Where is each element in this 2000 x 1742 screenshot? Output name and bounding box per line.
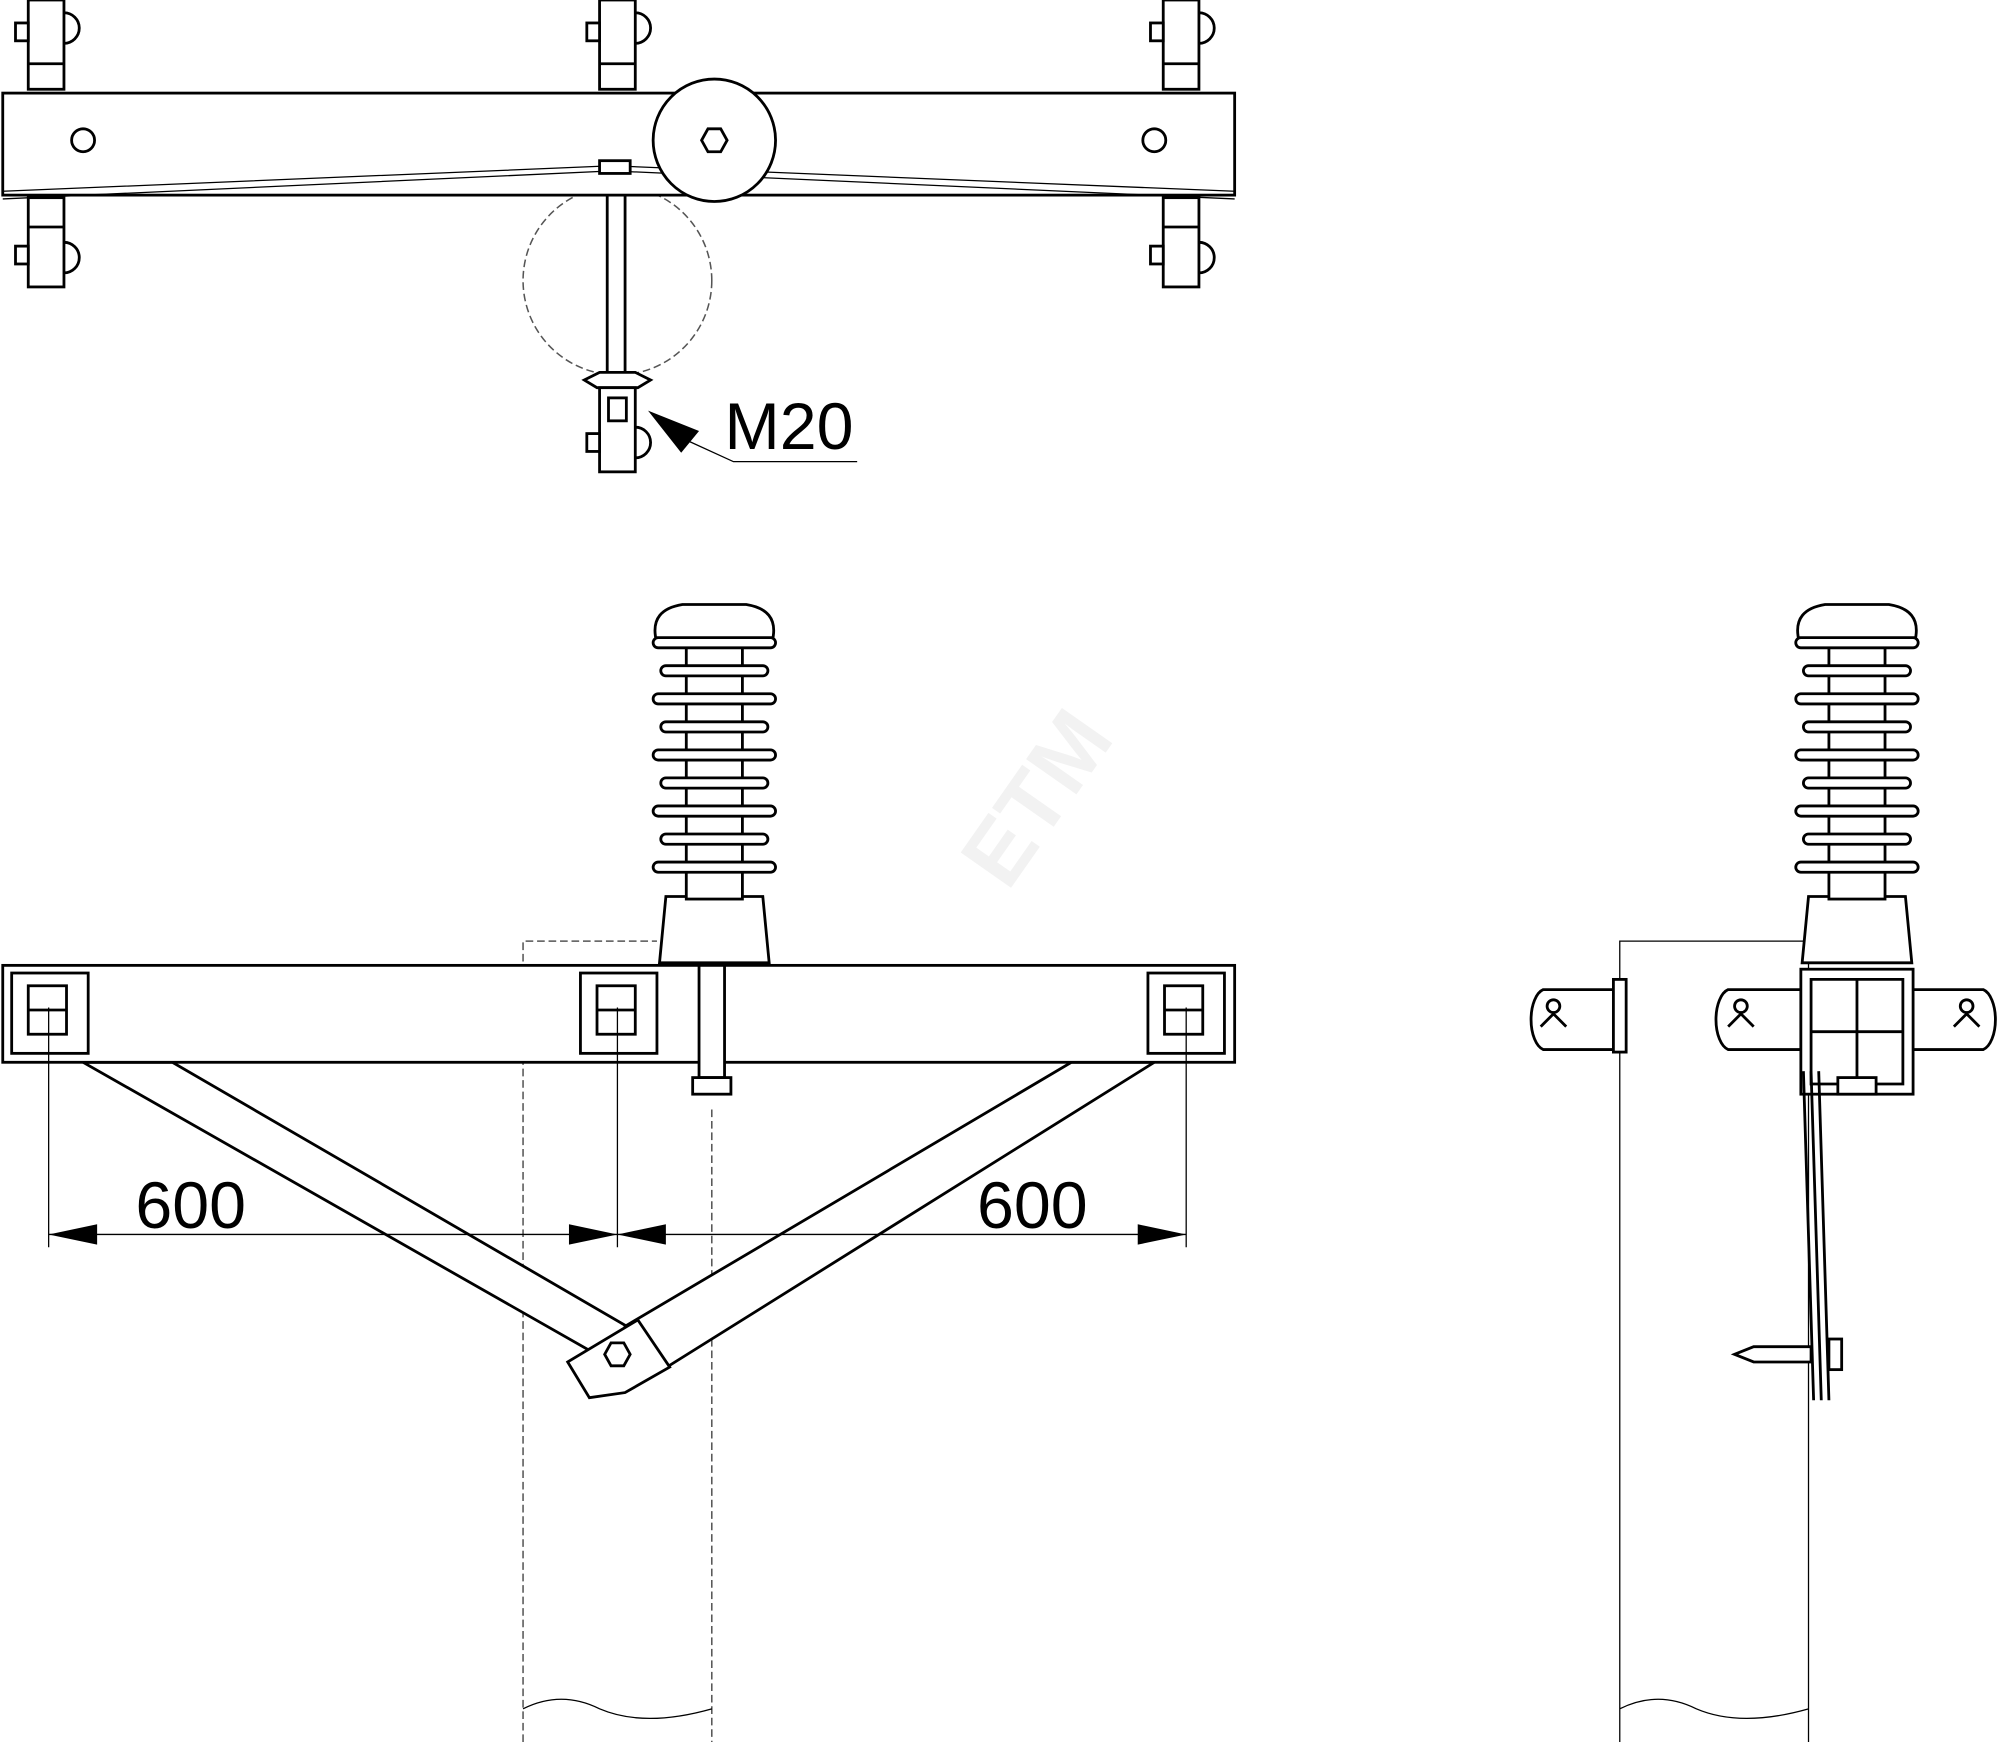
insulator-shed [659, 720, 770, 734]
dimension-right: 600 [977, 1169, 1088, 1243]
insulator-shed [1794, 692, 1920, 706]
insulator-shed [651, 636, 777, 650]
clamp-box-left [10, 971, 90, 1055]
top-view: M20 [1, 0, 1237, 474]
hole-icon [1141, 127, 1168, 154]
nut-hex-icon [603, 1341, 632, 1368]
insulator-side [1794, 603, 1920, 965]
clamp-box-detail [1809, 977, 1905, 1086]
insulator-shed [1802, 720, 1912, 734]
clamp-top-right [1149, 0, 1216, 91]
insulator-shed [659, 832, 770, 846]
nail-icon [1730, 1345, 1813, 1364]
insulator-shed [659, 664, 770, 678]
insulator-shed [1802, 776, 1912, 790]
front-view: 600 600 [1, 603, 1237, 1742]
nut-icon [1836, 1076, 1878, 1096]
band-buckle [598, 159, 632, 175]
insulator-shed [1794, 636, 1920, 650]
clamp-bottom-left [14, 196, 81, 289]
side-view [1529, 603, 1997, 1742]
pole-outline-side [1619, 940, 1810, 1742]
nail-head [1827, 1337, 1844, 1372]
dim-arrow [1137, 1224, 1187, 1245]
insulator-shed [651, 860, 777, 874]
insulator-shed [659, 776, 770, 790]
bracket-plate [1611, 977, 1628, 1054]
insulator-shed [1802, 832, 1912, 846]
insulator-shed [1794, 860, 1920, 874]
dimension-left: 600 [135, 1169, 246, 1243]
callout-m20: M20 [725, 390, 854, 464]
pole-outline-top [522, 185, 713, 376]
nut-hex-icon [699, 127, 729, 154]
insulator-shed [1794, 748, 1920, 762]
crossarm-top [1, 91, 1237, 197]
watermark: ETM [941, 692, 1131, 904]
clamp-bottom-right [1149, 196, 1216, 289]
dim-arrow [48, 1224, 98, 1245]
insulator-cap [1796, 603, 1918, 640]
insulator-base [657, 895, 771, 965]
clamp-box-center [579, 971, 659, 1055]
nut-icon [691, 1076, 733, 1096]
bracket-tab-right [1911, 988, 1997, 1051]
leader-line [688, 440, 858, 463]
insulator-cap [653, 603, 776, 640]
clamp-top-center [585, 0, 652, 91]
leader-arrow [648, 410, 700, 453]
insulator-rod [697, 963, 726, 1079]
insulator-shed [1802, 664, 1912, 678]
insulator-shed [651, 748, 777, 762]
hole-icon [70, 127, 96, 154]
rod-top [605, 164, 627, 387]
bracket-tab-left [1529, 988, 1615, 1051]
clamp-bracket [581, 370, 654, 390]
insulator-shed [651, 692, 777, 706]
insulator-front [651, 603, 777, 965]
insulator-shed [1794, 804, 1920, 818]
dim-arrow [568, 1224, 618, 1245]
pole-outline-front [522, 940, 713, 1742]
dim-arrow [617, 1224, 666, 1245]
bracket-tab-center [1714, 988, 1803, 1051]
clamp-top-left [14, 0, 81, 91]
pole-break [1619, 1698, 1809, 1719]
insulator-base [1800, 895, 1914, 965]
dimension-lines [48, 1007, 1187, 1248]
clamp-m20 [585, 386, 652, 474]
insulator-shed [651, 804, 777, 818]
pole-break [522, 1698, 712, 1719]
